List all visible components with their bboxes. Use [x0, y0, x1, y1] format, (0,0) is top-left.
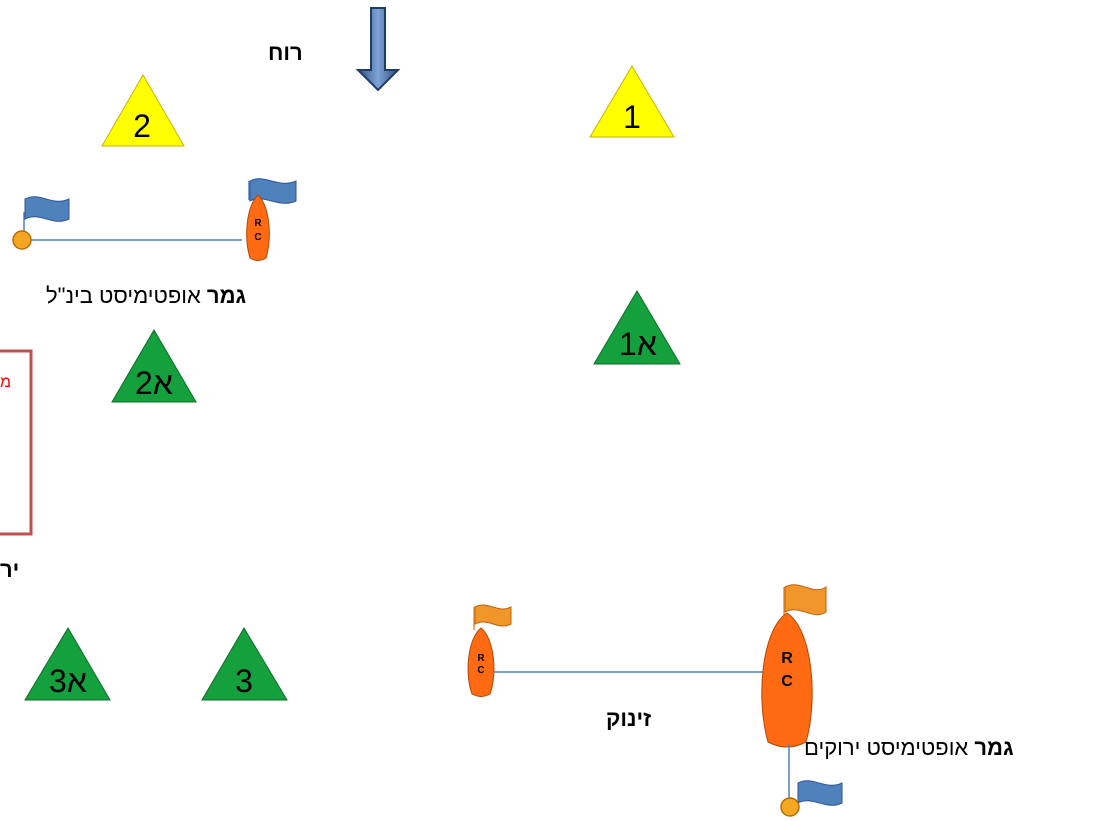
blue-flag-icon — [24, 196, 70, 222]
rc-boat-icon: R C — [246, 178, 297, 261]
mark-1a: 1א — [593, 290, 681, 365]
mark-2-label: 2 — [133, 108, 151, 144]
rc-boat-large-icon: R C — [761, 584, 827, 748]
svg-text:C: C — [477, 665, 484, 676]
mark-2: 2 — [101, 74, 185, 147]
partial-box-text: מ — [0, 374, 11, 391]
finish-line-green — [780, 744, 843, 817]
svg-text:R: R — [781, 650, 793, 667]
mark-3a: 3א — [24, 627, 111, 701]
mark-3a-label: 3א — [49, 663, 87, 699]
svg-text:R: R — [477, 653, 485, 664]
svg-text:C: C — [254, 232, 261, 243]
finish-line-international: R C — [12, 178, 297, 261]
wind-label: רוח — [268, 40, 303, 65]
svg-text:C: C — [781, 673, 793, 690]
mark-2a: 2א — [111, 329, 197, 403]
blue-flag-icon — [797, 780, 843, 806]
start-label: זינוק — [606, 706, 652, 731]
mark-3: 3 — [201, 627, 288, 701]
mark-3-label: 3 — [235, 663, 253, 699]
mark-1a-label: 1א — [619, 326, 657, 362]
mark-2a-label: 2א — [135, 365, 173, 401]
partial-note-box — [0, 349, 33, 536]
mark-1: 1 — [589, 65, 675, 138]
mark-1-label: 1 — [623, 99, 641, 135]
rc-boat-small-icon: R C — [467, 604, 512, 697]
svg-text:R: R — [254, 218, 262, 229]
buoy-icon — [780, 797, 800, 817]
wind-arrow-icon — [355, 7, 401, 92]
partial-cut-label: יר — [0, 557, 20, 582]
finish-international-label: גמר אופטימיסט בינ"ל — [46, 283, 247, 308]
start-line: R C R C — [467, 584, 827, 748]
buoy-icon — [12, 230, 32, 250]
finish-green-label: גמר אופטימיסט ירוקים — [804, 735, 1014, 760]
